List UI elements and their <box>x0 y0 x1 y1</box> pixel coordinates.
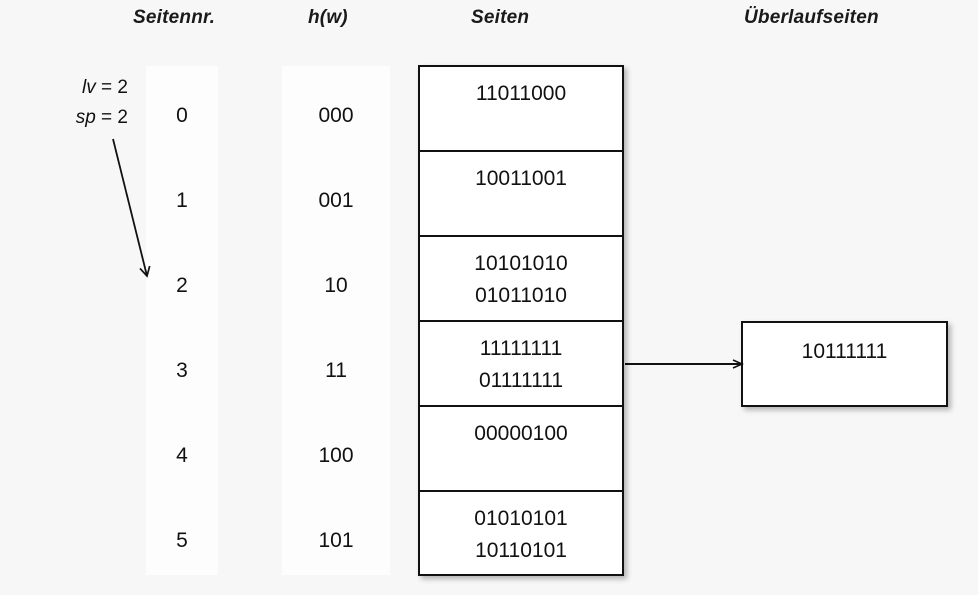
seiten-entry: 11111111 <box>479 337 563 360</box>
overflow-page-box: 10111111 <box>741 321 948 407</box>
hw-cell: 11 <box>325 359 347 382</box>
sp-annotation-line: sp = 2 <box>18 103 128 133</box>
seiten-entry: 01011010 <box>475 284 567 307</box>
seiten-entry: 01010101 <box>474 507 568 530</box>
seiten-entry: 10011001 <box>475 167 567 190</box>
seitennr-cell: 1 <box>176 189 188 212</box>
hash-value-column: 000 001 10 11 100 101 <box>282 66 390 575</box>
split-pointer-arrow <box>112 138 151 278</box>
seiten-entry: 10101010 <box>474 252 568 275</box>
hw-cell: 000 <box>318 104 354 127</box>
sp-variable-label: sp <box>75 107 96 128</box>
column-header-ueberlaufseiten: Überlaufseiten <box>744 7 879 28</box>
lv-value-label: = 2 <box>95 77 128 98</box>
seitennr-cell: 2 <box>176 274 188 297</box>
seiten-table: 11011000 10011001 10101010 01011010 1111… <box>418 65 624 576</box>
lv-variable-label: lv <box>82 77 96 98</box>
seiten-entry: 00000100 <box>474 422 568 445</box>
seiten-page-row: 10101010 01011010 <box>420 237 622 322</box>
lv-annotation-line: lv = 2 <box>18 73 128 103</box>
hw-cell: 001 <box>318 189 354 212</box>
hw-cell: 10 <box>324 274 348 297</box>
column-header-seitennr: Seitennr. <box>133 7 216 28</box>
seiten-entry: 11011000 <box>475 82 567 105</box>
column-header-seiten: Seiten <box>471 7 530 28</box>
seitennr-column: 0 1 2 3 4 5 <box>146 66 218 575</box>
seitennr-cell: 3 <box>176 359 188 382</box>
seiten-page-row: 11011000 <box>420 67 622 152</box>
seitennr-cell: 4 <box>176 444 188 467</box>
column-header-hw: h(w) <box>308 7 348 28</box>
level-split-annotation: lv = 2 sp = 2 <box>18 73 128 133</box>
seiten-page-row: 01010101 10110101 <box>420 492 622 577</box>
seiten-page-row: 00000100 <box>420 407 622 492</box>
seiten-page-row: 11111111 01111111 <box>420 322 622 407</box>
seiten-entry: 01111111 <box>478 369 564 392</box>
hw-cell: 101 <box>318 529 354 552</box>
overflow-entry: 10111111 <box>801 340 888 363</box>
hw-cell: 100 <box>318 444 354 467</box>
seitennr-cell: 0 <box>176 104 188 127</box>
seitennr-cell: 5 <box>176 529 188 552</box>
sp-value-label: = 2 <box>95 107 128 128</box>
seiten-entry: 10110101 <box>475 539 567 562</box>
seiten-page-row: 10011001 <box>420 152 622 237</box>
